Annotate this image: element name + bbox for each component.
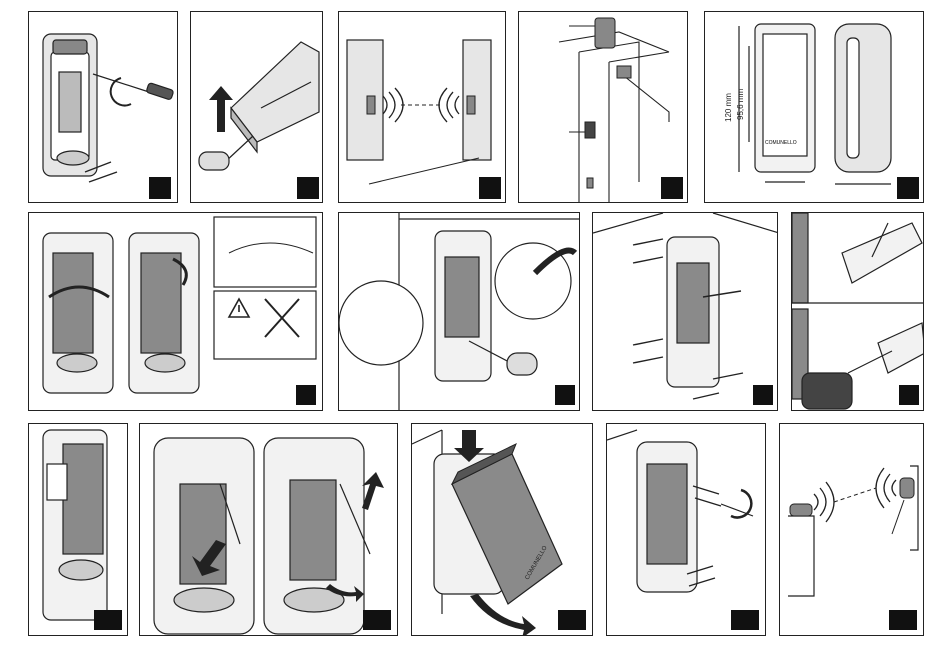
rotate-arrow-icon [731, 490, 751, 518]
panel-13-fix-cover-screws [606, 423, 766, 636]
step-badge [899, 385, 919, 405]
panel-3-alignment [338, 11, 506, 203]
panel-5-dimensions: 120 mm 95,6 mm COMUNELLO [704, 11, 924, 203]
panel-8-wall-fixing [592, 212, 778, 411]
warning-triangle-icon [229, 299, 249, 317]
cross-out-icon [265, 299, 299, 337]
panel-4-post-mounting [518, 11, 688, 203]
panel-10-module-inserted [28, 423, 128, 636]
up-arrow-icon [362, 472, 384, 510]
panel-7-wiring [338, 212, 580, 411]
dim-height-holes: 95,6 mm [736, 89, 745, 120]
brand-logo-text: COMUNELLO [765, 140, 797, 146]
panel-11-module-positioning [139, 423, 398, 636]
up-arrow-icon [209, 86, 233, 132]
screwdriver-icon [93, 74, 174, 100]
step-badge [897, 177, 919, 199]
step-badge [889, 610, 917, 630]
panel-12-close-cover: COMUNELLO [411, 423, 593, 636]
panel-6-remove-module [28, 212, 323, 411]
step-badge [661, 177, 683, 199]
screwdriver-icon [721, 504, 753, 516]
panel-1-remove-cover-screws [28, 11, 178, 203]
step-badge [94, 610, 122, 630]
curved-arrow-icon [470, 594, 536, 636]
step-badge [363, 610, 391, 630]
dim-height-total: 120 mm [724, 93, 733, 122]
step-badge [479, 177, 501, 199]
step-badge [558, 610, 586, 630]
step-badge [731, 610, 759, 630]
rotate-arrow-icon [111, 78, 131, 106]
step-badge [296, 385, 316, 405]
step-badge [753, 385, 773, 405]
panel-2-pry-open-cover [190, 11, 323, 203]
panel-14-final-alignment [779, 423, 924, 636]
step-badge [297, 177, 319, 199]
step-badge [555, 385, 575, 405]
step-badge [149, 177, 171, 199]
panel-9-drilling [791, 212, 924, 411]
signal-waves-icon [383, 88, 459, 122]
screwdriver-icon [199, 136, 253, 170]
